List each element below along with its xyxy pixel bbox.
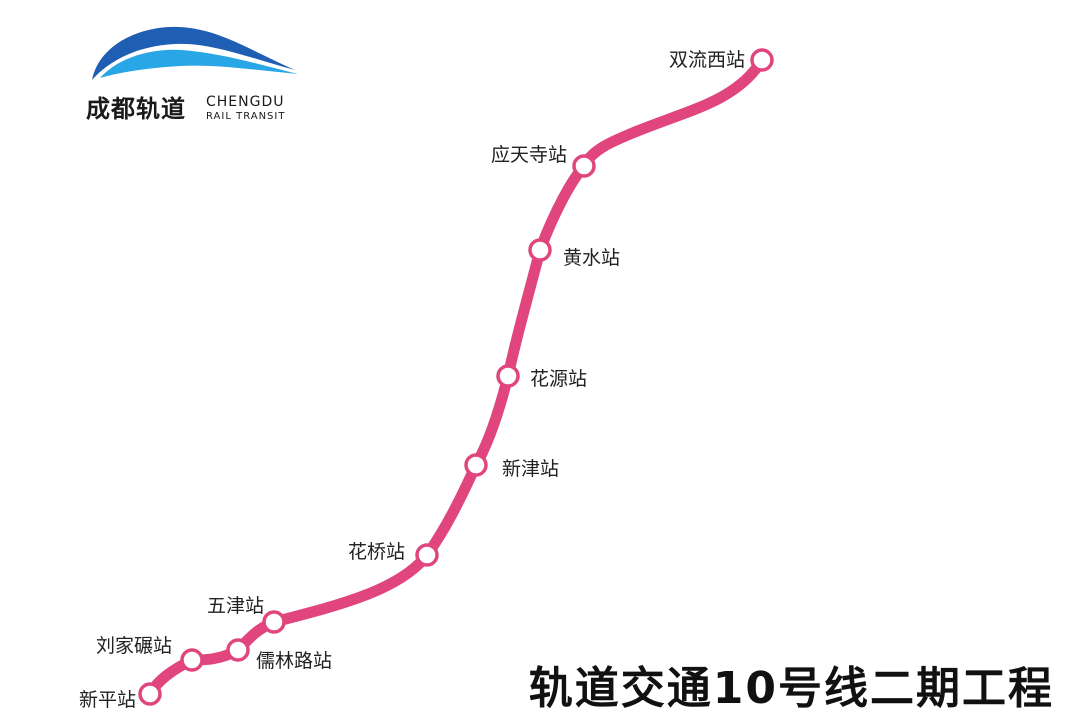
logo-swoosh-light (100, 49, 298, 78)
station-marker[interactable] (750, 48, 774, 72)
station-marker[interactable] (572, 154, 596, 178)
station-label: 花源站 (530, 368, 587, 390)
station-label: 五津站 (207, 595, 264, 617)
station-marker[interactable] (262, 610, 286, 634)
station-marker[interactable] (138, 682, 162, 706)
station-marker[interactable] (180, 648, 204, 672)
station-wujin[interactable]: 五津站 (207, 595, 286, 634)
logo-name-en-line1: CHENGDU (206, 94, 285, 110)
station-label: 应天寺站 (491, 144, 567, 166)
station-yingtiansi[interactable]: 应天寺站 (491, 144, 596, 178)
station-label: 黄水站 (563, 247, 620, 269)
logo-swoosh-dark (92, 26, 295, 80)
station-marker[interactable] (528, 238, 552, 262)
chengdu-rail-logo: 成都轨道 CHENGDU RAIL TRANSIT (86, 26, 298, 123)
station-label: 刘家碾站 (96, 635, 172, 657)
station-marker[interactable] (496, 364, 520, 388)
station-xinjin[interactable]: 新津站 (464, 453, 559, 480)
station-marker[interactable] (464, 453, 488, 477)
logo-name-en-line2: RAIL TRANSIT (206, 111, 285, 122)
station-label: 新津站 (502, 458, 559, 480)
station-huaqiao[interactable]: 花桥站 (348, 541, 439, 567)
station-huangshui[interactable]: 黄水站 (528, 238, 620, 269)
station-label: 儒林路站 (256, 650, 332, 672)
station-xinping[interactable]: 新平站 (79, 682, 162, 711)
logo-name-cn: 成都轨道 (86, 95, 186, 123)
station-shuangliuxi[interactable]: 双流西站 (669, 48, 774, 72)
station-huayuan[interactable]: 花源站 (496, 364, 587, 390)
station-rulinlu[interactable]: 儒林路站 (226, 638, 332, 672)
station-label: 新平站 (79, 689, 136, 711)
station-marker[interactable] (226, 638, 250, 662)
station-label: 双流西站 (669, 49, 745, 71)
map-title: 轨道交通10号线二期工程 (528, 663, 1054, 714)
station-liujianian[interactable]: 刘家碾站 (96, 635, 204, 672)
station-label: 花桥站 (348, 541, 405, 563)
station-marker[interactable] (415, 543, 439, 567)
